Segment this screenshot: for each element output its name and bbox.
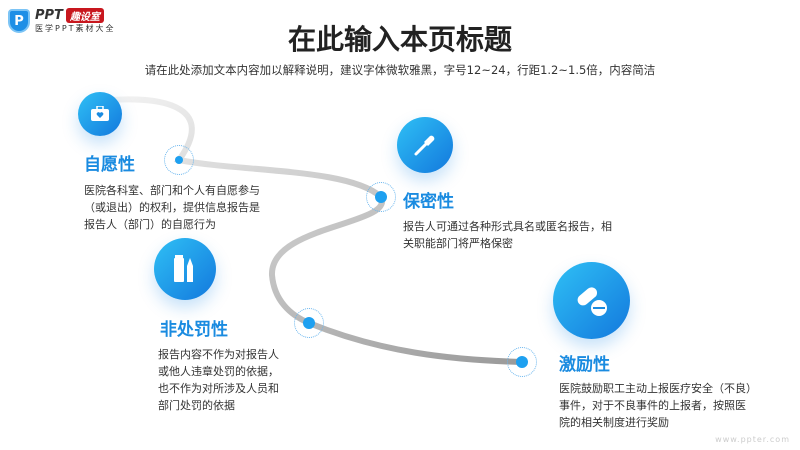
item-desc-line: 医院鼓励职工主动上报医疗安全（不良） (559, 382, 757, 395)
dropper-icon (397, 117, 453, 173)
item-desc-line: 部门处罚的依据 (158, 399, 235, 412)
pills-icon (553, 262, 630, 339)
watermark: www.ppter.com (715, 435, 790, 444)
item-desc-line: （或退出）的权利，提供信息报告是 (84, 201, 260, 214)
path-node (507, 347, 537, 377)
item-title: 自愿性 (84, 155, 135, 175)
item-title: 保密性 (403, 192, 454, 212)
item-desc-line: 也不作为对所涉及人员和 (158, 382, 279, 395)
page-subtitle: 请在此处添加文本内容加以解释说明，建议字体微软雅黑，字号12~24，行距1.2~… (144, 63, 656, 77)
item-desc-line: 院的相关制度进行奖励 (559, 416, 669, 429)
item-desc-line: 事件，对于不良事件的上报者，按照医 (559, 399, 746, 412)
item-title: 非处罚性 (160, 320, 228, 340)
medicine-bottle-icon (154, 238, 216, 300)
item-title: 激励性 (559, 355, 610, 375)
item-desc-line: 关职能部门将严格保密 (403, 237, 513, 250)
item-desc-line: 或他人违章处罚的依据， (158, 365, 279, 378)
item-desc-line: 报告内容不作为对报告人 (158, 348, 279, 361)
shield-logo-icon: P (8, 9, 30, 33)
path-node (164, 145, 194, 175)
path-node (294, 308, 324, 338)
path-node (366, 182, 396, 212)
logo-badge: 趣设室 (65, 8, 104, 23)
page-title: 在此输入本页标题 (287, 23, 512, 56)
medical-kit-icon (78, 92, 122, 136)
logo-brand: PPT (35, 8, 63, 23)
item-desc-line: 医院各科室、部门和个人有自愿参与 (84, 184, 260, 197)
logo-tagline: 医学PPT素材大全 (35, 24, 116, 33)
item-desc-line: 报告人可通过各种形式具名或匿名报告，相 (403, 220, 612, 233)
item-desc-line: 报告人（部门）的自愿行为 (84, 218, 216, 231)
